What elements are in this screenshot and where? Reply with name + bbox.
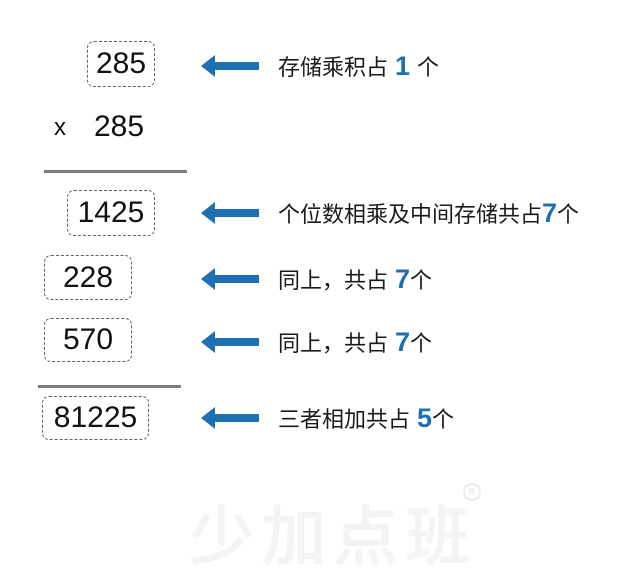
result-value: 81225 [53, 401, 138, 434]
annotation-text: 三者相加共占 [278, 408, 417, 433]
partial-product-box-3: 570 [44, 318, 132, 362]
annotation-count: 7 [395, 327, 411, 357]
result-box: 81225 [42, 396, 149, 440]
annotation-text: 同上，共占 [278, 269, 395, 294]
multiplier-value: 285 [94, 110, 145, 143]
arrow-left-icon [201, 268, 259, 290]
arrow-left-icon [201, 55, 259, 77]
arrow-left-icon [201, 407, 259, 429]
annotation-suffix: 个 [432, 408, 455, 433]
divider-line-1 [44, 170, 187, 173]
watermark: 少加点班 [190, 500, 478, 575]
annotation-suffix: 个 [557, 203, 580, 228]
registered-trademark-icon: R [463, 483, 481, 501]
annotation-count: 7 [395, 264, 411, 294]
partial-product-value-2: 228 [62, 260, 114, 294]
arrow-left-icon [201, 331, 259, 353]
annotation-text: 同上，共占 [278, 332, 395, 357]
partial-product-box-2: 228 [44, 255, 132, 300]
annotation-4: 同上，共占 7个 [278, 327, 432, 360]
annotation-text: 存储乘积占 [278, 56, 395, 81]
arrow-left-icon [201, 202, 259, 224]
multiplicand-value: 285 [95, 47, 147, 80]
partial-product-value-3: 570 [62, 323, 114, 356]
annotation-suffix: 个 [410, 56, 440, 81]
annotation-count: 7 [542, 198, 558, 228]
annotation-2: 个位数相乘及中间存储共占7个 [278, 198, 579, 231]
partial-product-box-1: 1425 [67, 190, 155, 236]
annotation-text: 个位数相乘及中间存储共占 [278, 203, 543, 228]
registered-mark: R [468, 486, 476, 498]
annotation-count: 5 [417, 403, 433, 433]
partial-product-value-1: 1425 [77, 196, 145, 229]
multiply-operator: x [54, 114, 66, 141]
annotation-1: 存储乘积占 1 个 [278, 51, 439, 84]
annotation-5: 三者相加共占 5个 [278, 403, 454, 436]
annotation-suffix: 个 [410, 269, 433, 294]
annotation-suffix: 个 [410, 332, 433, 357]
multiplicand-box: 285 [87, 41, 155, 87]
annotation-count: 1 [395, 51, 411, 81]
annotation-3: 同上，共占 7个 [278, 264, 432, 297]
divider-line-2 [38, 385, 181, 388]
